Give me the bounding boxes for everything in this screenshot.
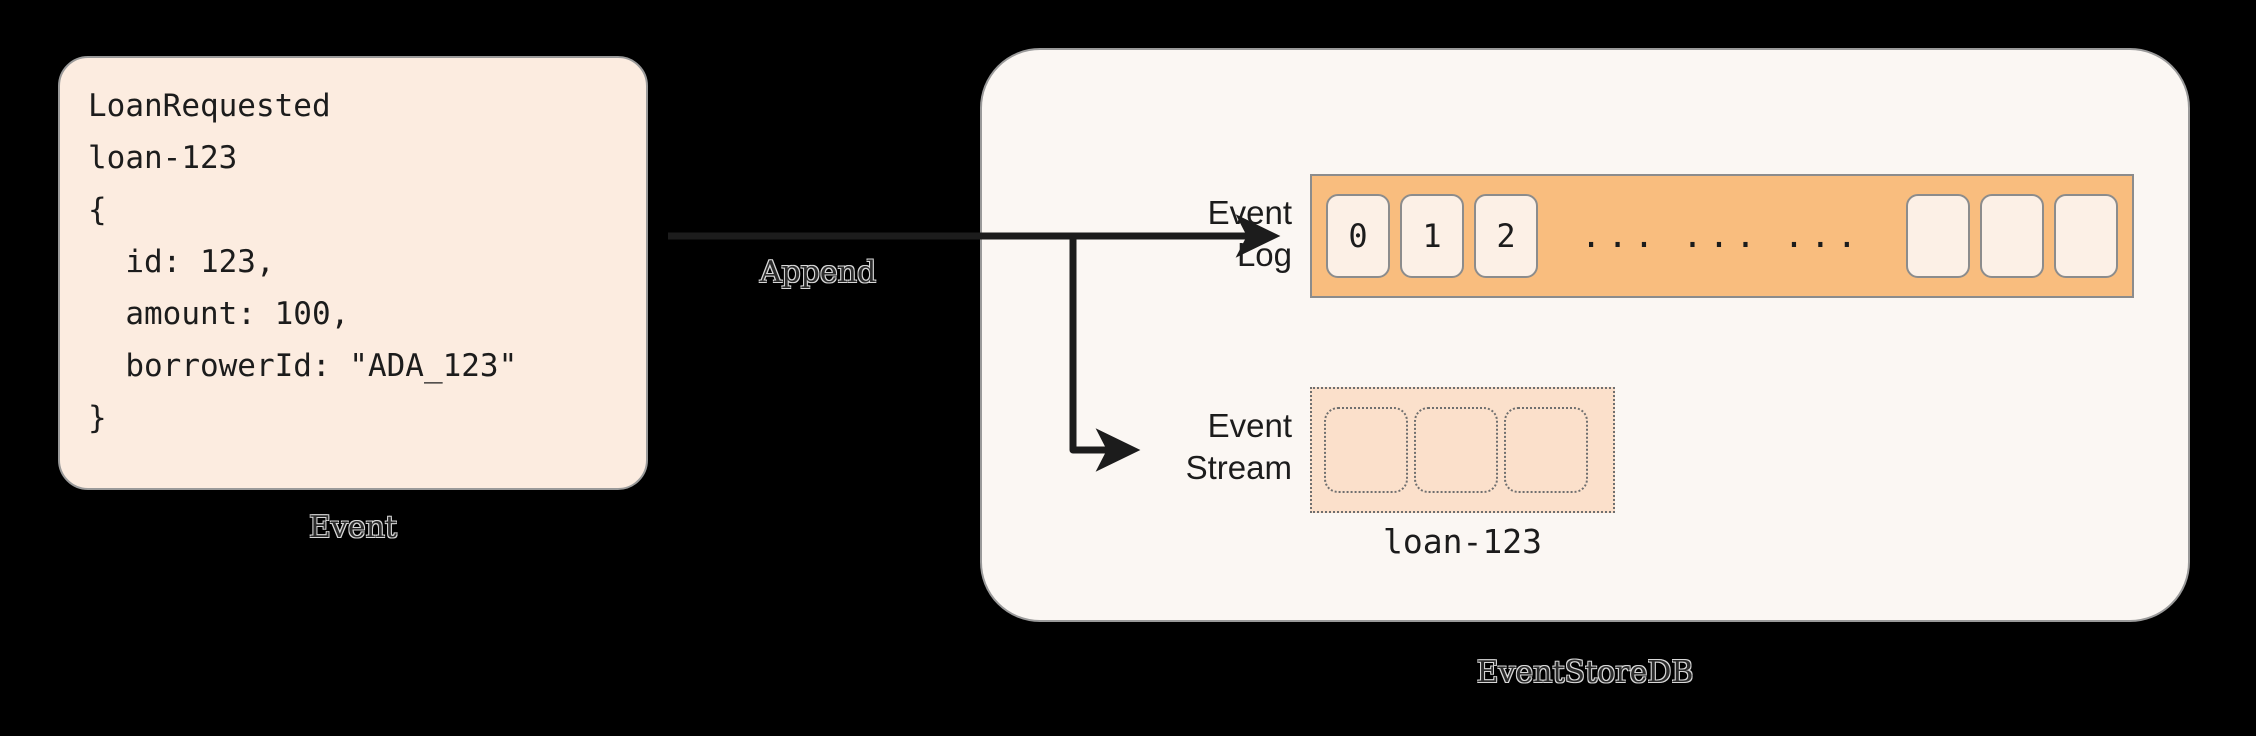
event-log-cell-empty xyxy=(2054,194,2118,278)
event-log-cell-empty xyxy=(1980,194,2044,278)
event-stream-cell xyxy=(1324,407,1408,493)
ellipsis-group: ... xyxy=(1580,216,1661,256)
eventstoredb-container xyxy=(980,48,2190,622)
event-stream-cell xyxy=(1504,407,1588,493)
eventstoredb-caption: EventStoreDB xyxy=(1476,655,1694,690)
event-card-caption: Event xyxy=(309,510,397,545)
event-stream-label: Event Stream xyxy=(1185,407,1292,486)
ellipsis-group: ... xyxy=(1783,216,1864,256)
event-stream-name: loan-123 xyxy=(1383,522,1542,561)
event-stream-cell xyxy=(1414,407,1498,493)
event-log-cell: 1 xyxy=(1400,194,1464,278)
event-log-cell: 0 xyxy=(1326,194,1390,278)
event-log-label: Event Log xyxy=(1207,194,1292,273)
event-log-cell: 2 xyxy=(1474,194,1538,278)
ellipsis-group: ... xyxy=(1682,216,1762,256)
append-arrow-label: Append xyxy=(759,255,877,290)
event-log-bar: 0 1 2 ... ... ... xyxy=(1310,174,2134,298)
event-log-cell-empty xyxy=(1906,194,1970,278)
event-stream-container xyxy=(1310,387,1615,513)
event-log-ellipsis: ... ... ... xyxy=(1548,219,1896,253)
event-card: LoanRequested loan-123 { id: 123, amount… xyxy=(58,56,648,490)
event-payload-code: LoanRequested loan-123 { id: 123, amount… xyxy=(88,88,518,436)
